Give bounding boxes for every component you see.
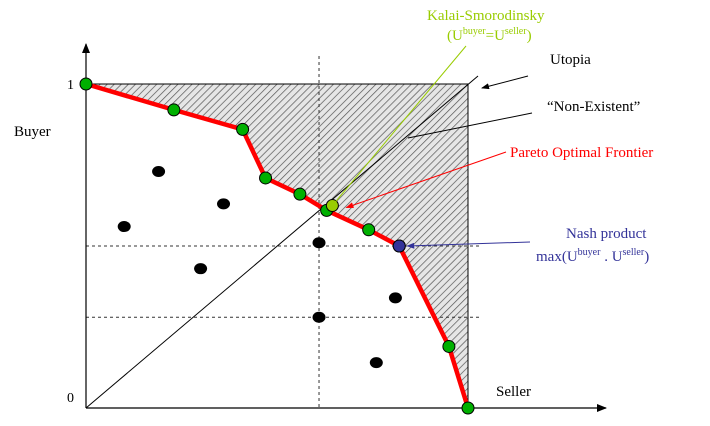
nash-product-label: Nash product — [566, 226, 647, 242]
nash-product-point — [392, 239, 406, 253]
interior-point — [369, 357, 383, 369]
frontier-point — [259, 171, 273, 185]
interior-points — [117, 165, 402, 369]
interior-point — [217, 198, 231, 210]
interior-point — [312, 311, 326, 323]
utopia-label: Utopia — [550, 52, 591, 68]
interior-point — [388, 292, 402, 304]
kalai-smorodinsky-condition: (Ubuyer=Useller) — [447, 26, 532, 44]
interior-point — [312, 237, 326, 249]
frontier-point — [167, 103, 181, 117]
non-existent-label: “Non-Existent” — [547, 99, 640, 115]
interior-point — [152, 165, 166, 177]
frontier-point — [293, 187, 307, 201]
interior-point — [117, 221, 131, 233]
frontier-point — [442, 339, 456, 353]
utopia-leader — [481, 75, 529, 90]
y-max-label: 1 — [67, 78, 74, 93]
interior-point — [194, 263, 208, 275]
pareto-frontier-leader — [345, 151, 507, 209]
x-axis-label: Seller — [496, 384, 531, 400]
nash-product-formula: max(Ubuyer . Useller) — [536, 247, 649, 265]
origin-label: 0 — [67, 391, 74, 406]
non-existent-leader — [407, 112, 533, 139]
equal-utility-diagonal — [85, 75, 479, 409]
pareto-frontier-line — [85, 81, 471, 409]
kalai-smorodinsky-label: Kalai-Smorodinsky — [427, 8, 545, 24]
frontier-point — [236, 122, 250, 136]
pareto-frontier-label: Pareto Optimal Frontier — [510, 145, 653, 161]
y-axis-label: Buyer — [14, 124, 51, 140]
reference-lines — [86, 56, 480, 408]
frontier-point — [79, 77, 93, 91]
nash-product-leader — [406, 241, 531, 249]
frontier-point — [461, 401, 475, 415]
frontier-point — [362, 223, 376, 237]
kalai-smorodinsky-leader — [332, 45, 467, 206]
